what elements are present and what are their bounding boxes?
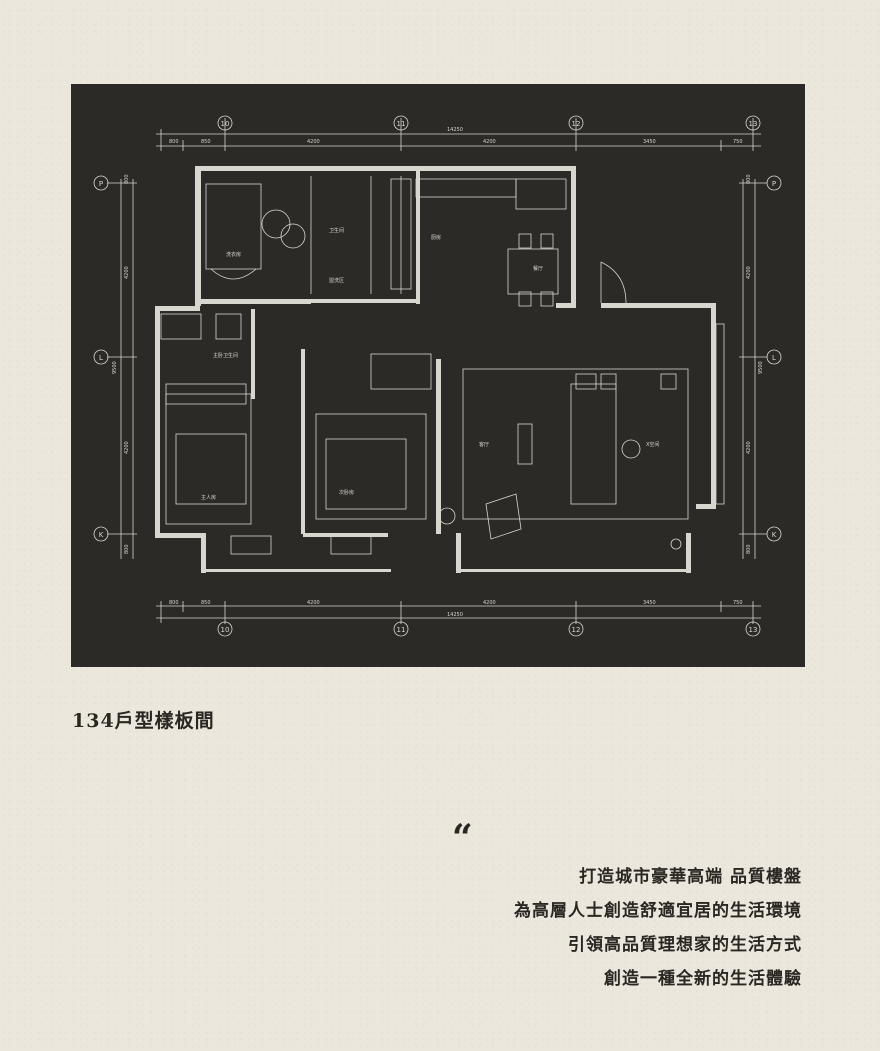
dim-bottom-850: 850 <box>201 600 211 606</box>
grid-label-10-top: 10 <box>221 120 230 128</box>
grid-label-13-top: 13 <box>749 120 758 128</box>
slogan-line-3: 引領高品質理想家的生活方式 <box>568 935 802 955</box>
grid-label-p-right: P <box>772 180 776 188</box>
room-hall: 盥洗区 <box>329 277 344 284</box>
room-bath: 卫生间 <box>329 227 344 234</box>
room-master-bath: 主卧卫生间 <box>213 352 238 359</box>
dim-top-4200a: 4200 <box>307 139 320 145</box>
room-second-bed: 次卧房 <box>339 489 354 496</box>
room-living: 客厅 <box>479 441 489 448</box>
dim-left-800b: 800 <box>124 544 130 554</box>
dim-top-4200b: 4200 <box>483 139 496 145</box>
dim-right-9500: 9500 <box>758 361 764 374</box>
dim-total-bottom: 14250 <box>447 612 463 618</box>
quote-mark: “ <box>452 817 473 859</box>
grid-label-l-left: L <box>99 354 103 362</box>
dim-bottom-4200b: 4200 <box>483 600 496 606</box>
dim-top-800: 800 <box>169 139 179 145</box>
grid-label-12-top: 12 <box>572 120 581 128</box>
dim-right-800b: 800 <box>746 544 752 554</box>
dim-right-800a: 800 <box>746 174 752 184</box>
grid-label-p-left: P <box>99 180 103 188</box>
dim-top-3450: 3450 <box>643 139 656 145</box>
grid-label-10-bottom: 10 <box>221 626 230 634</box>
dim-left-9500: 9500 <box>112 361 118 374</box>
dim-total-top: 14250 <box>447 127 463 133</box>
dim-left-4200b: 4200 <box>124 441 130 454</box>
room-laundry: 洗衣房 <box>226 251 241 258</box>
grid-label-13-bottom: 13 <box>749 626 758 634</box>
grid-label-12-bottom: 12 <box>572 626 581 634</box>
dim-bottom-800: 800 <box>169 600 179 606</box>
grid-label-k-right: K <box>772 531 777 539</box>
dim-bottom-750: 750 <box>733 600 743 606</box>
dim-top-750: 750 <box>733 139 743 145</box>
floor-plan-drawing: 洗衣房 卫生间 厨房 餐厅 盥洗区 主卧卫生间 主人房 次卧房 客厅 X空间 1… <box>93 115 782 637</box>
dim-left-800a: 800 <box>124 174 130 184</box>
dim-right-4200b: 4200 <box>746 441 752 454</box>
room-master-bed: 主人房 <box>201 494 216 501</box>
grid-label-11-top: 11 <box>397 120 406 128</box>
slogan-line-2: 為高層人士創造舒適宜居的生活環境 <box>514 901 802 921</box>
grid-label-11-bottom: 11 <box>397 626 406 634</box>
floor-plan-panel: 洗衣房 卫生间 厨房 餐厅 盥洗区 主卧卫生间 主人房 次卧房 客厅 X空间 1… <box>71 84 805 667</box>
dim-right-4200a: 4200 <box>746 266 752 279</box>
room-kitchen: 厨房 <box>431 234 441 241</box>
dim-bottom-4200a: 4200 <box>307 600 320 606</box>
slogan-line-1: 打造城市豪華高端 品質樓盤 <box>579 867 802 887</box>
dim-left-4200a: 4200 <box>124 266 130 279</box>
room-dining: 餐厅 <box>533 265 543 272</box>
slogan-line-4: 創造一種全新的生活體驗 <box>604 969 802 989</box>
dim-bottom-3450: 3450 <box>643 600 656 606</box>
dim-top-850: 850 <box>201 139 211 145</box>
slogan-block: 打造城市豪華高端 品質樓盤 為高層人士創造舒適宜居的生活環境 引領高品質理想家的… <box>514 860 802 996</box>
grid-label-l-right: L <box>772 354 776 362</box>
plan-caption: 134戶型樣板間 <box>72 710 215 732</box>
room-open-space: X空间 <box>646 441 659 448</box>
grid-label-k-left: K <box>99 531 104 539</box>
